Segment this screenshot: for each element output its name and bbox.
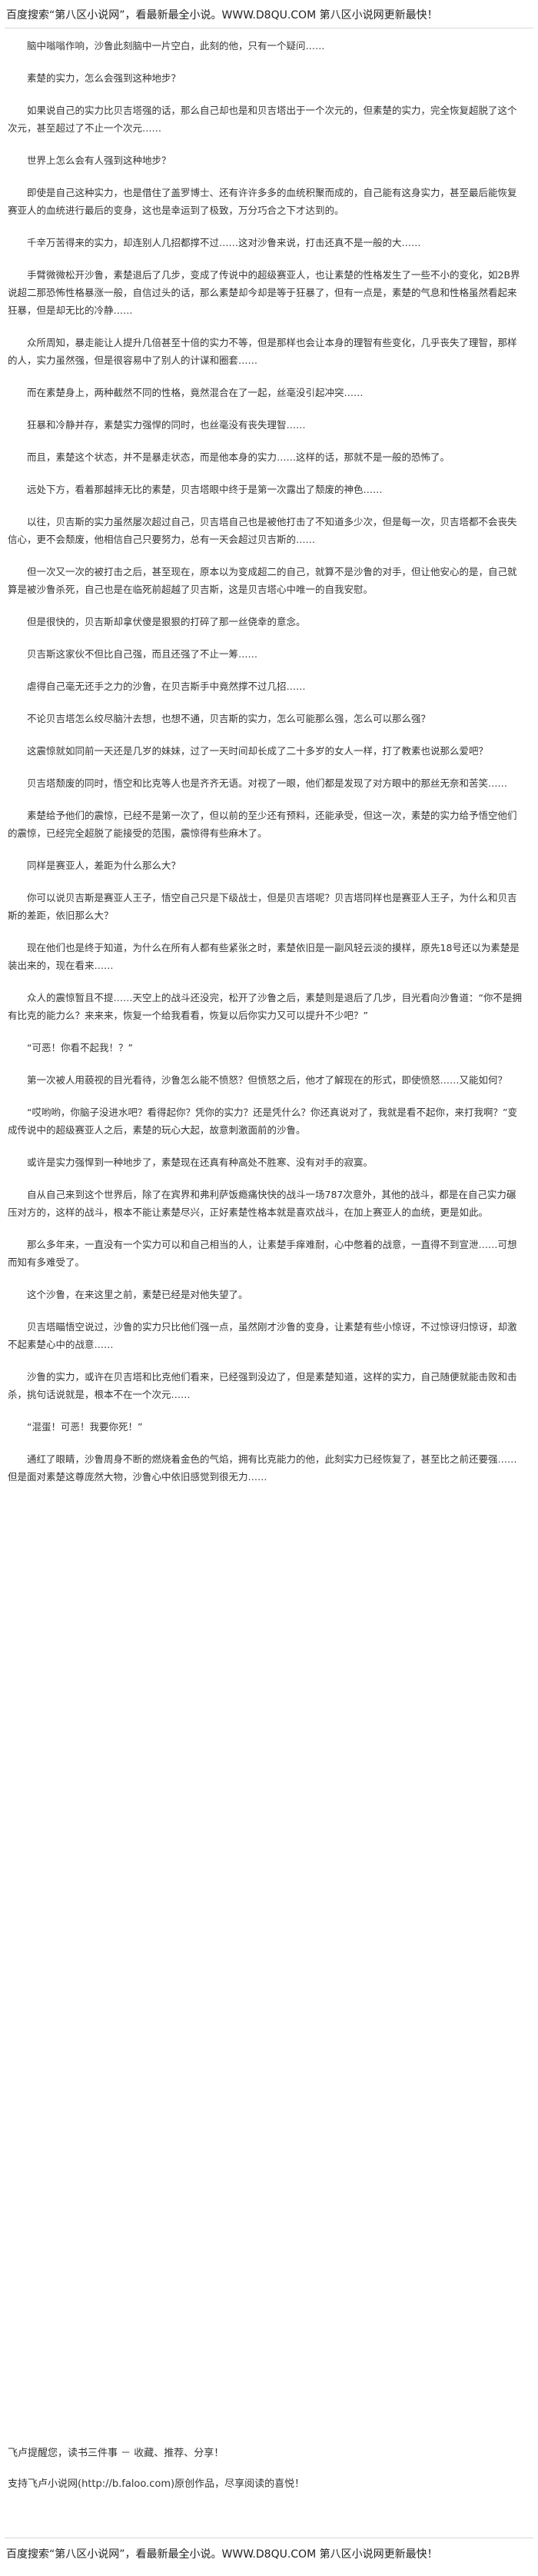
chapter-paragraph: “可恶！你看不起我！？”: [27, 1042, 133, 1053]
chapter-paragraph: 众所周知，暴走能让人提升几倍甚至十倍的实力不等，但是那样也会让本身的理智有些变化…: [8, 337, 517, 366]
reading-tip: 飞卢提醒您，读书三件事 － 收藏、推荐、分享！: [8, 2448, 224, 2459]
chapter-paragraph: 脑中嗡嗡作响，沙鲁此刻脑中一片空白，此刻的他，只有一个疑问……: [27, 40, 325, 52]
chapter-paragraph: 素楚的实力，怎么会强到这种地步？: [27, 72, 181, 84]
chapter-paragraph: 自从自己来到这个世界后，除了在宾界和弗利萨饭瘾痛快快的战斗一场787次意外，其他…: [8, 1189, 516, 1218]
chapter-paragraph: 如果说自己的实力比贝吉塔强的话，那么自己却也是和贝吉塔出于一个次元的，但素楚的实…: [8, 105, 517, 134]
chapter-paragraph: 但是很快的，贝吉斯却拿伏傻是狠狠的打碎了那一丝侥幸的意念。: [27, 616, 306, 627]
chapter-paragraph: 贝吉斯这家伙不但比自己强，而且还强了不止一筹……: [27, 648, 258, 660]
site-banner-top: 百度搜索“第八区小说网”，看最新最全小说。WWW.D8QU.COM 第八区小说网…: [6, 9, 438, 22]
chapter-paragraph: 这个沙鲁，在来这里之前，素楚已经是对他失望了。: [27, 1289, 248, 1300]
chapter-paragraph: 或许是实力强悍到一种地步了，素楚现在还真有种高处不胜寒、没有对手的寂寞。: [27, 1157, 374, 1168]
chapter-paragraph: 素楚给予他们的震惊，已经不是第一次了，但以前的至少还有预料，还能承受，但这一次，…: [8, 810, 517, 839]
chapter-paragraph: 以往，贝吉斯的实力虽然屡次超过自己，贝吉塔自己也是被他打击了不知道多少次，但是每…: [8, 516, 517, 545]
chapter-paragraph: 那么多年来，一直没有一个实力可以和自己相当的人，让素楚手痒难耐，心中憋着的战意，…: [8, 1239, 517, 1268]
chapter-paragraph: 狂暴和冷静并存，素楚实力强悍的同时，也丝毫没有丧失理智……: [27, 419, 306, 431]
chapter-paragraph: 众人的震惊暂且不提……天空上的战斗还没完，松开了沙鲁之后，素楚则是退后了几步，目…: [8, 992, 522, 1021]
chapter-paragraph: 千辛万苦得来的实力，却连别人几招都撑不过……这对沙鲁来说，打击还真不是一般的大……: [27, 237, 421, 248]
chapter-paragraph: “哎哟哟，你脑子没进水吧？看得起你？凭你的实力？还是凭什么？你还真说对了，我就是…: [8, 1107, 517, 1136]
chapter-paragraph: 即使是自己这种实力，也是借住了盖罗博士、还有许许多多的血统积聚而成的，自己能有这…: [8, 187, 517, 216]
chapter-paragraph: 现在他们也是终于知道，为什么在所有人都有些紧张之时，素楚依旧是一副风轻云淡的摸样…: [8, 942, 520, 971]
chapter-paragraph: 而在素楚身上，两种截然不同的性格，竟然混合在了一起，丝毫没引起冲突……: [27, 387, 364, 398]
chapter-paragraph: 远处下方，看着那越摔无比的素楚，贝吉塔眼中终于是第一次露出了颓废的神色……: [27, 484, 383, 495]
site-banner-bottom: 百度搜索“第八区小说网”，看最新最全小说。WWW.D8QU.COM 第八区小说网…: [6, 2548, 438, 2561]
chapter-paragraph: 你可以说贝吉斯是赛亚人王子，悟空自己只是下级战士，但是贝吉塔呢？贝吉塔同样也是赛…: [8, 892, 517, 921]
chapter-paragraph: 世界上怎么会有人强到这种地步？: [27, 155, 171, 166]
chapter-paragraph: 但一次又一次的被打击之后，甚至现在，原本以为变成超二的自己，就算不是沙鲁的对手，…: [8, 566, 517, 595]
chapter-paragraph: 手臂微微松开沙鲁，素楚退后了几步，变成了传说中的超级赛亚人，也让素楚的性格发生了…: [8, 269, 520, 316]
chapter-paragraph: 同样是赛亚人，差距为什么那么大？: [27, 860, 181, 871]
chapter-paragraph: 贝吉塔颓废的同时，悟空和比克等人也是齐齐无语。对视了一眼，他们都是发现了对方眼中…: [27, 777, 508, 789]
chapter-paragraph: 沙鲁的实力，或许在贝吉塔和比克他们看来，已经强到没边了，但是素楚知道，这样的实力…: [8, 1371, 517, 1400]
chapter-paragraph: 贝吉塔瞄悟空说过，沙鲁的实力只比他们强一点，虽然刚才沙鲁的变身，让素楚有些小惊讶…: [8, 1321, 517, 1350]
support-note: 支持飞卢小说网(http://b.faloo.com)原创作品，尽享阅读的喜悦！: [8, 2478, 305, 2490]
chapter-body: 脑中嗡嗡作响，沙鲁此刻脑中一片空白，此刻的他，只有一个疑问…… 素楚的实力，怎么会…: [8, 37, 523, 1500]
chapter-paragraph: 不论贝吉塔怎么绞尽脑汁去想，也想不通，贝吉斯的实力，怎么可能那么强，怎么可以那么…: [27, 713, 431, 724]
chapter-paragraph: “混蛋！可恶！我要你死！”: [27, 1421, 143, 1433]
chapter-paragraph: 而且，素楚这个状态，并不是暴走状态，而是他本身的实力……这样的话，那就不是一般的…: [27, 451, 450, 463]
chapter-paragraph: 第一次被人用藐视的目光看待，沙鲁怎么能不愤怒？但愤怒之后，他才了解现在的形式，即…: [27, 1074, 508, 1086]
chapter-paragraph: 这震惊就如同前一天还是几岁的妹妹，过了一天时间却长成了二十多岁的女人一样，打了教…: [27, 745, 489, 757]
chapter-paragraph: 通红了眼睛，沙鲁周身不断的燃烧着金色的气焰，拥有比克能力的他，此刻实力已经恢复了…: [8, 1453, 517, 1483]
chapter-paragraph: 虐得自己毫无还手之力的沙鲁，在贝吉斯手中竟然撑不过几招……: [27, 681, 306, 692]
